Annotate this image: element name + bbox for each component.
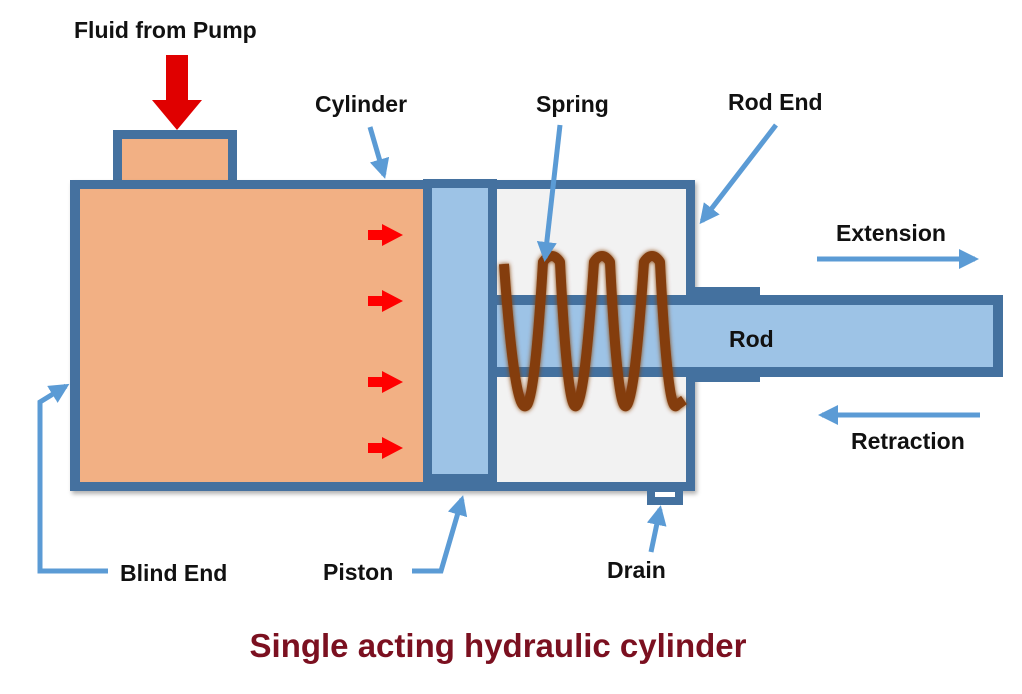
drain-port (647, 489, 683, 505)
diagram-title: Single acting hydraulic cylinder (250, 627, 747, 664)
label-blind-end: Blind End (120, 560, 227, 586)
label-extension: Extension (836, 220, 946, 246)
rod-end-pointer-icon (699, 123, 778, 225)
arrow-down-icon (152, 55, 202, 130)
drain-pointer-icon (646, 505, 667, 553)
arrow-right-icon (368, 290, 403, 312)
arrow-right-icon (368, 437, 403, 459)
blind-end-pointer-icon (37, 383, 108, 574)
cylinder-pointer-icon (367, 126, 390, 179)
label-cylinder: Cylinder (315, 91, 407, 117)
label-piston: Piston (323, 559, 393, 585)
spring (499, 251, 687, 412)
pump-port (113, 130, 237, 186)
piston-pointer-icon (412, 495, 468, 574)
pressure-arrows (368, 224, 403, 459)
label-rod: Rod (729, 326, 774, 352)
label-rod-end: Rod End (728, 89, 823, 115)
label-retraction: Retraction (851, 428, 965, 454)
piston (423, 179, 497, 491)
arrow-right-icon (368, 371, 403, 393)
arrow-right-icon (368, 224, 403, 246)
label-spring: Spring (536, 91, 609, 117)
spring-pointer-icon (536, 124, 563, 262)
fluid-chamber (80, 189, 423, 482)
label-drain: Drain (607, 557, 666, 583)
pointer-arrows (37, 123, 980, 574)
label-fluid-from-pump: Fluid from Pump (74, 17, 257, 43)
